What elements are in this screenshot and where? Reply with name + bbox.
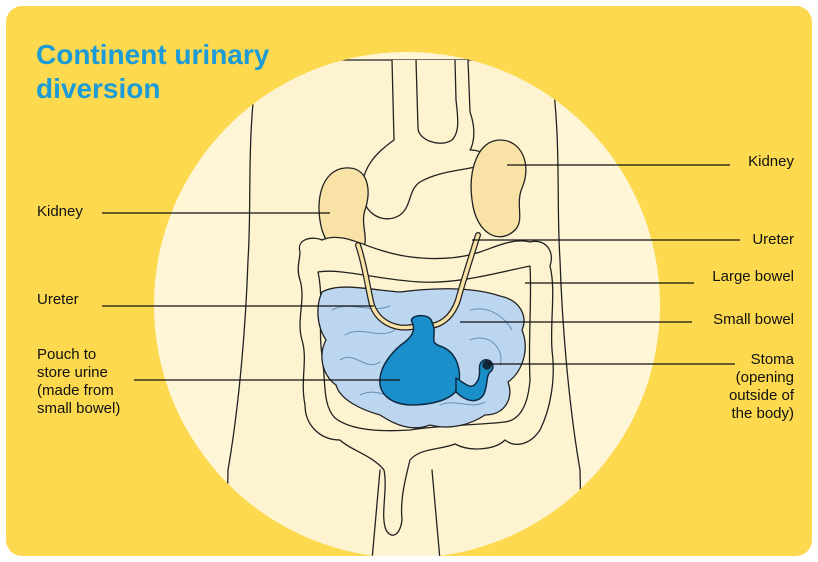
label-pouch-line-2: store urine bbox=[37, 364, 120, 382]
label-pouch: Pouch to store urine (made from small bo… bbox=[37, 346, 120, 418]
right-kidney bbox=[471, 140, 526, 237]
label-small-bowel: Small bowel bbox=[713, 311, 794, 329]
label-ureter-right: Ureter bbox=[752, 231, 794, 249]
label-stoma-line-3: outside of bbox=[729, 387, 794, 405]
label-pouch-line-3: (made from bbox=[37, 382, 120, 400]
label-kidney-left: Kidney bbox=[37, 203, 83, 221]
diagram-title: Continent urinary diversion bbox=[36, 38, 336, 106]
label-stoma: Stoma (opening outside of the body) bbox=[729, 351, 794, 423]
label-ureter-left: Ureter bbox=[37, 291, 79, 309]
label-kidney-right: Kidney bbox=[748, 153, 794, 171]
label-pouch-line-4: small bowel) bbox=[37, 400, 120, 418]
label-pouch-line-1: Pouch to bbox=[37, 346, 120, 364]
stoma-opening bbox=[483, 361, 491, 369]
label-stoma-line-4: the body) bbox=[729, 405, 794, 423]
label-stoma-line-1: Stoma bbox=[729, 351, 794, 369]
label-stoma-line-2: (opening bbox=[729, 369, 794, 387]
label-large-bowel: Large bowel bbox=[712, 268, 794, 286]
